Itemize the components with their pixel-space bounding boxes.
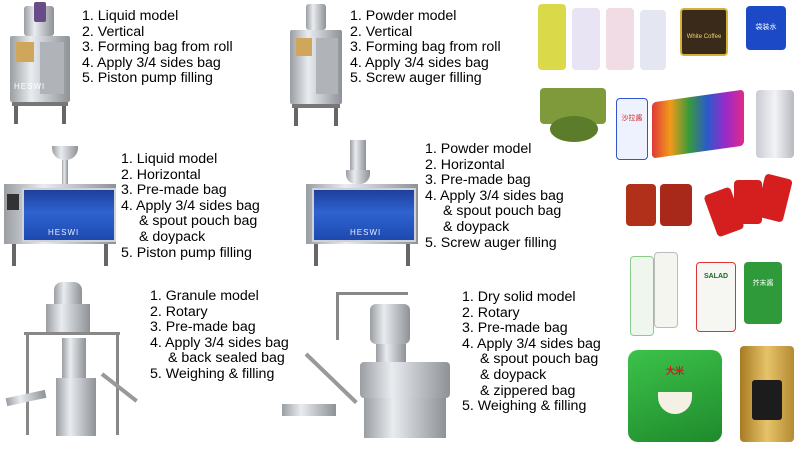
spec-item: & spout pouch bag xyxy=(480,351,599,368)
spec-item: & spout pouch bag xyxy=(139,213,258,230)
stick-pack-photo xyxy=(630,256,654,336)
spec-item: 5. Screw auger filling xyxy=(425,234,557,251)
spec-item: 4. Apply 3/4 sides bag xyxy=(350,54,489,71)
spout-pouch-photo xyxy=(538,4,566,70)
spec-item: 3. Forming bag from roll xyxy=(82,39,233,56)
spec-item: 5. Piston pump filling xyxy=(82,70,213,87)
spec-list-liquid-vertical: 1. Liquid model 2. Vertical 3. Forming b… xyxy=(82,8,233,87)
spec-item: 5. Weighing & filling xyxy=(150,365,275,382)
spec-item: 5. Screw auger filling xyxy=(350,70,482,87)
spout-pouch-photo xyxy=(572,8,600,70)
spec-item: 4. Apply 3/4 sides bag xyxy=(425,187,564,204)
chili-sachet-photo xyxy=(626,184,656,226)
brand-logo: HESWI xyxy=(350,228,382,237)
gold-zipper-bag-photo xyxy=(740,346,794,442)
spec-list-liquid-horizontal: 1. Liquid model 2. Horizontal 3. Pre-mad… xyxy=(121,151,260,261)
foil-bag-photo xyxy=(756,90,794,158)
machine-image-powder-vertical xyxy=(284,2,346,128)
spec-item: & zippered bag xyxy=(480,382,576,399)
stick-pack-photo xyxy=(654,252,678,328)
spec-item: 4. Apply 3/4 sides bag xyxy=(462,335,601,352)
spec-item: & doypack xyxy=(480,366,547,383)
machine-image-liquid-vertical: HESWI xyxy=(4,2,76,126)
spec-item: 2. Rotary xyxy=(150,303,208,320)
blue-bag-label: 袋装水 xyxy=(755,24,777,31)
rice-label: 大米 xyxy=(665,366,684,376)
spec-item: & doypack xyxy=(139,228,206,245)
spec-list-granule-rotary: 1. Granule model 2. Rotary 3. Pre-made b… xyxy=(150,288,289,383)
spec-item: 4. Apply 3/4 sides bag xyxy=(82,54,221,71)
spec-item: 5. Weighing & filling xyxy=(462,398,587,415)
spec-item: & doypack xyxy=(443,218,510,235)
spec-item: 5. Piston pump filling xyxy=(121,244,252,261)
spec-item: 3. Pre-made bag xyxy=(121,182,227,199)
machine-image-powder-horizontal: HESWI xyxy=(306,140,418,270)
spec-item: 1. Powder model xyxy=(350,8,457,24)
spec-list-powder-horizontal: 1. Powder model 2. Horizontal 3. Pre-mad… xyxy=(425,141,564,251)
spout-pouch-photo xyxy=(606,8,634,70)
machine-image-granule-rotary xyxy=(5,282,146,444)
blue-bag-photo: 袋装水 xyxy=(746,6,786,50)
machine-image-dry-solid-rotary xyxy=(276,292,454,444)
spec-list-dry-solid-rotary: 1. Dry solid model 2. Rotary 3. Pre-made… xyxy=(462,289,601,415)
spec-item: 2. Horizontal xyxy=(425,156,505,173)
spec-item: 1. Liquid model xyxy=(121,151,218,167)
spec-item: 3. Pre-made bag xyxy=(425,172,531,189)
spec-item: 2. Vertical xyxy=(350,23,413,40)
spec-item: 3. Forming bag from roll xyxy=(350,39,501,56)
spec-item: 1. Powder model xyxy=(425,141,532,157)
brand-logo: HESWI xyxy=(14,82,46,91)
spec-item: & back sealed bag xyxy=(168,350,285,367)
spec-item: 4. Apply 3/4 sides bag xyxy=(121,197,260,214)
spec-item: 2. Vertical xyxy=(82,23,145,40)
spec-list-powder-vertical: 1. Powder model 2. Vertical 3. Forming b… xyxy=(350,8,501,87)
spec-item: 1. Liquid model xyxy=(82,8,179,24)
spec-item: 4. Apply 3/4 sides bag xyxy=(150,334,289,351)
spec-item: 2. Rotary xyxy=(462,304,520,321)
spec-item: & spout pouch bag xyxy=(443,203,562,220)
sauce-label: 沙拉酱 xyxy=(621,115,643,122)
chili-sachet-photo xyxy=(660,184,692,226)
avocado-photo xyxy=(550,116,598,142)
rice-bowl-icon xyxy=(658,392,692,414)
coffee-label: White Coffee xyxy=(686,34,722,40)
salad-pouch-photo: SALAD xyxy=(696,262,736,332)
spec-item: 3. Pre-made bag xyxy=(462,320,568,337)
spec-item: 1. Granule model xyxy=(150,288,259,304)
mustard-label: 芥末酱 xyxy=(752,280,774,287)
brand-logo: HESWI xyxy=(48,228,80,237)
colored-sachets-photo xyxy=(652,89,744,159)
spec-item: 3. Pre-made bag xyxy=(150,319,256,336)
mustard-pouch-photo: 芥末酱 xyxy=(744,262,782,324)
bag-window xyxy=(752,380,782,420)
salad-label: SALAD xyxy=(703,273,729,280)
rice-spout-bag-photo: 大米 xyxy=(628,350,722,442)
coffee-sachet-photo: White Coffee xyxy=(680,8,728,56)
product-gallery: White Coffee 袋装水 沙拉酱 SALAD 芥末酱 大米 xyxy=(534,0,800,450)
spout-pouch-photo xyxy=(640,10,666,70)
machine-image-liquid-horizontal: HESWI xyxy=(4,146,116,270)
sauce-sachet-photo: 沙拉酱 xyxy=(616,98,648,160)
spec-item: 1. Dry solid model xyxy=(462,289,576,305)
spec-item: 2. Horizontal xyxy=(121,166,201,183)
